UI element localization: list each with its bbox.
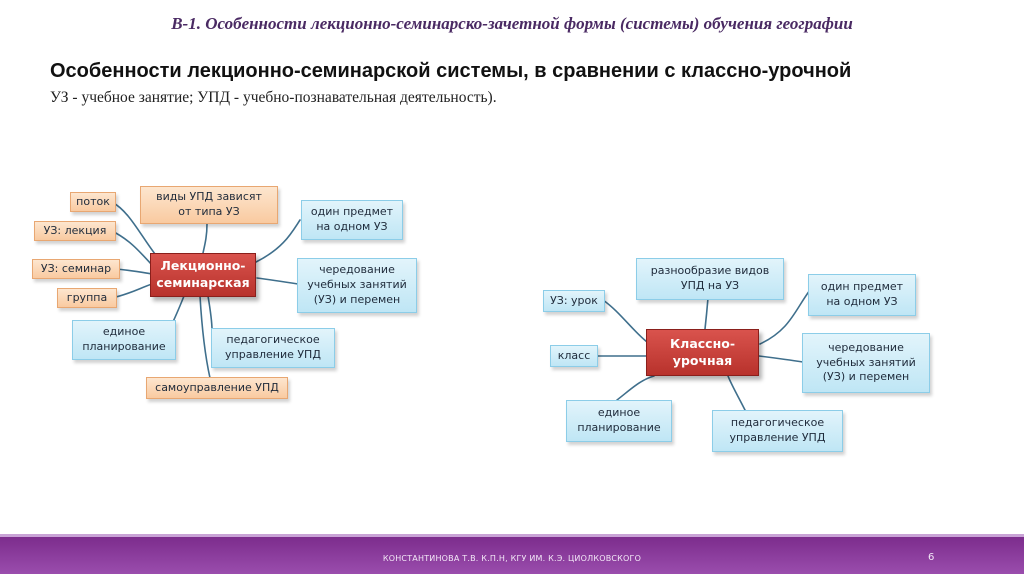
connector-raznoobrazie [704, 297, 709, 330]
page-number: 6 [928, 552, 935, 563]
connector-pedagogicheskoe [207, 295, 213, 331]
node-pedagogicheskoe-upravlenie: педагогическое управление УПД [211, 328, 335, 368]
node-samoupravlenie: самоуправление УПД [146, 377, 288, 399]
connector-cheredovanie [256, 277, 299, 285]
connector-potok [111, 201, 159, 259]
node-urok: УЗ: урок [543, 290, 605, 312]
node-odin-predmet: один предмет на одном УЗ [301, 200, 403, 240]
node-raznoobrazie: разнообразие видов УПД на УЗ [636, 258, 784, 300]
node-potok: поток [70, 192, 116, 212]
main-title: Особенности лекционно-семинарской систем… [50, 60, 852, 82]
node-pedagogicheskoe-upravlenie-right: педагогическое управление УПД [712, 410, 843, 452]
connector-gruppa [111, 283, 153, 299]
header-title: В-1. Особенности лекционно-семинарско-за… [171, 14, 853, 33]
node-vidy-upd: виды УПД зависят от типа УЗ [140, 186, 278, 224]
footer-bar [0, 534, 1024, 574]
node-cheredovanie: чередование учебных занятий (УЗ) и перем… [297, 258, 417, 313]
footer-divider [0, 534, 1024, 537]
node-lekcionno-seminarskaya: Лекционно- семинарская [150, 253, 256, 297]
node-edinoe-planirovanie: единое планирование [72, 320, 176, 360]
slide-header: В-1. Особенности лекционно-семинарско-за… [0, 0, 1024, 48]
connector-lekciya [111, 230, 153, 266]
connector-odin [255, 219, 301, 263]
node-cheredovanie-right: чередование учебных занятий (УЗ) и перем… [802, 333, 930, 393]
connector-samoupravlenie [199, 295, 211, 379]
node-gruppa: группа [57, 288, 117, 308]
connector-urok [602, 299, 648, 343]
connector-seminar [114, 268, 153, 275]
node-edinoe-planirovanie-right: единое планирование [566, 400, 672, 442]
node-klass: класс [550, 345, 598, 367]
subtitle: УЗ - учебное занятие; УПД - учебно-позна… [50, 89, 497, 106]
connector-cheredovanie-r [758, 355, 804, 363]
node-klassno-urochnaya: Классно- урочная [646, 329, 759, 376]
node-seminar: УЗ: семинар [32, 259, 120, 279]
connector-planirovanie-r [616, 375, 655, 401]
connector-pedagogicheskoe-r [727, 375, 746, 411]
connector-odin-r [759, 289, 811, 345]
footer-text: КОНСТАНТИНОВА Т.В. К.П.Н, КГУ ИМ. К.Э. Ц… [382, 554, 642, 563]
node-lekciya: УЗ: лекция [34, 221, 116, 241]
connector-vidy [202, 223, 208, 254]
node-odin-predmet-right: один предмет на одном УЗ [808, 274, 916, 316]
